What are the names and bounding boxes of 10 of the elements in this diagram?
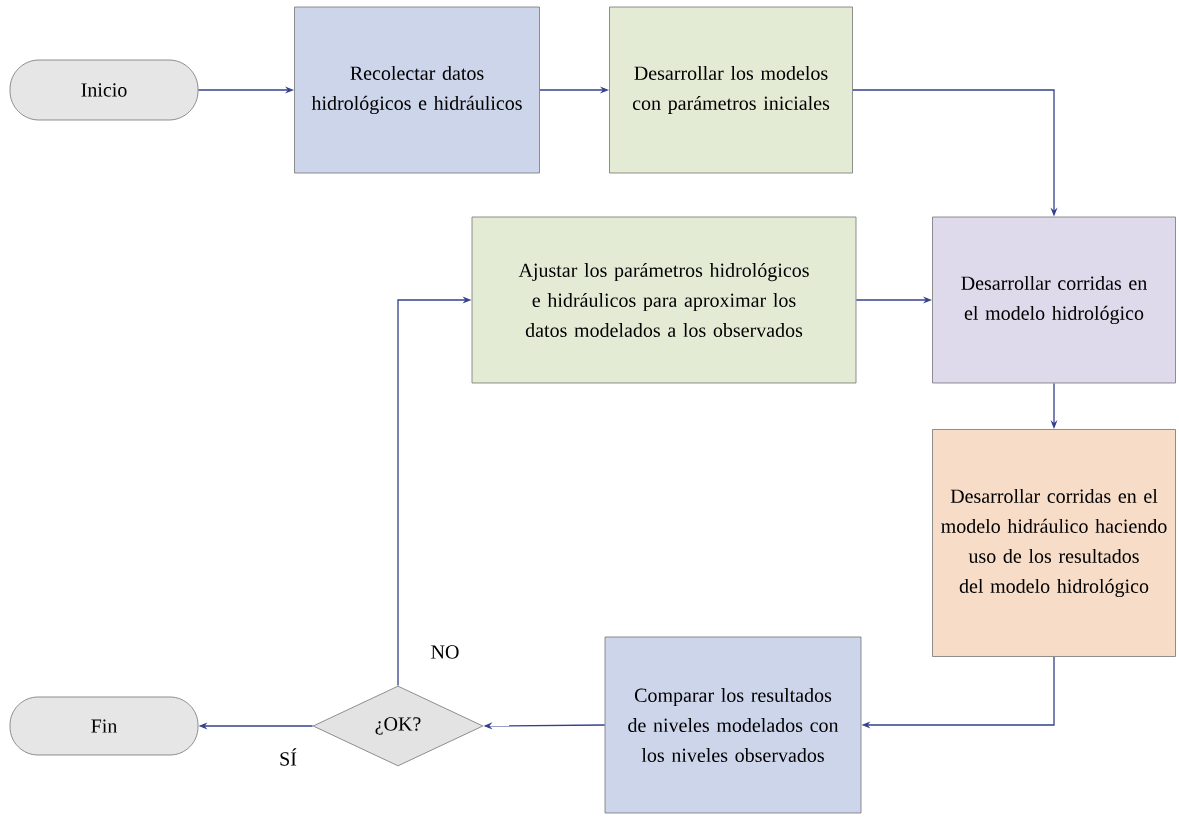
process-box: Recolectar datos hidrológicos e hidráulicos: [294, 6, 540, 174]
end-terminal: Fin: [9, 696, 199, 756]
process-box: Desarrollar corridas en el modelo hidrológico: [932, 216, 1176, 384]
edge-label: SÍ: [277, 746, 299, 768]
process-box: Desarrollar corridas en el modelo hidráulico haciendo uso de los resultados del modelo hidrológico: [932, 429, 1176, 657]
process-box: Desarrollar los modelos con parámetros iniciales: [609, 6, 853, 174]
edge-label: NO: [428, 643, 462, 661]
process-box: Comparar los resultados de niveles modelados con los niveles observados: [604, 636, 862, 814]
process-box: Ajustar los parámetros hidrológicos e hidráulicos para aproximar los datos modelados a los observados: [471, 216, 857, 384]
start-terminal: Inicio: [9, 59, 199, 121]
